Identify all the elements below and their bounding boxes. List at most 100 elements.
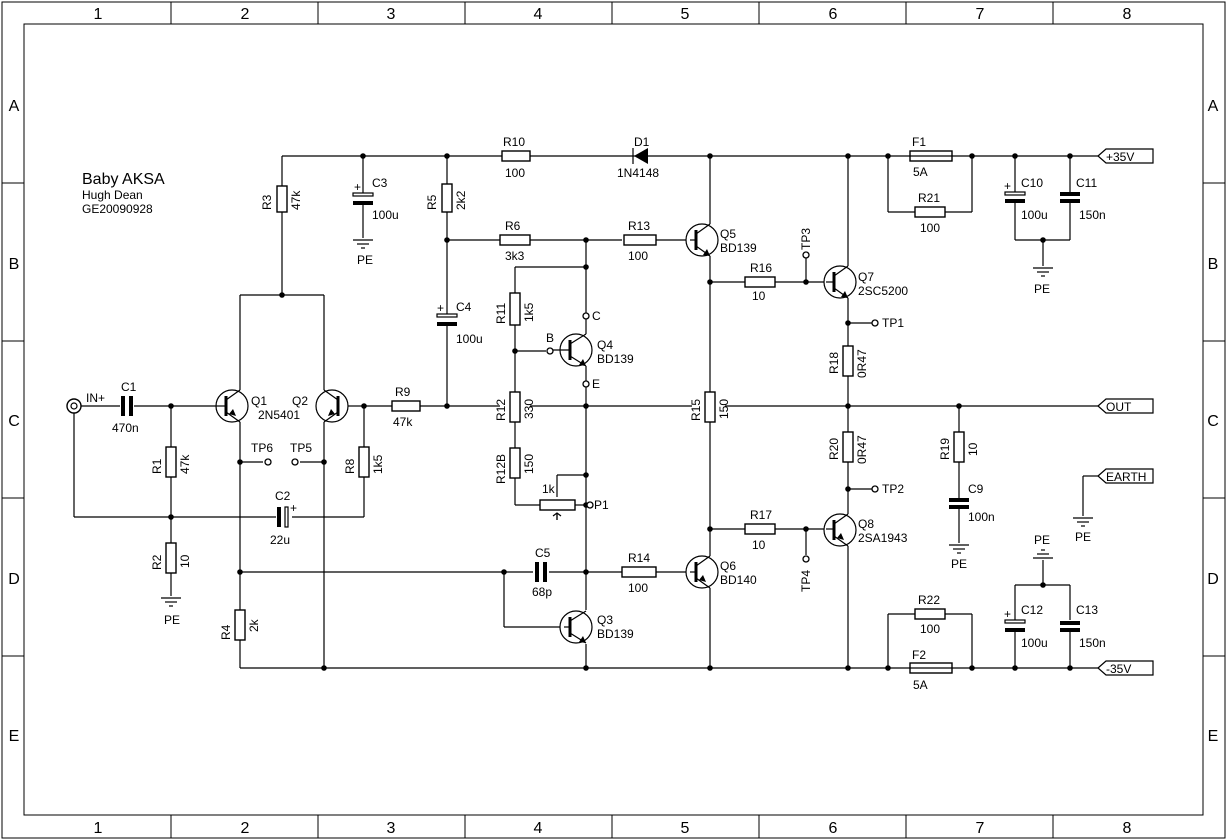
col-label: 2: [241, 820, 250, 837]
label-c11-ref: C11: [1076, 176, 1097, 190]
label-f2-ref: F2: [912, 648, 926, 662]
capacitor-c13-plate: [1060, 621, 1080, 625]
label-c1-ref: C1: [121, 380, 137, 394]
svg-text:+: +: [354, 180, 361, 194]
label-c1-val: 470n: [112, 421, 139, 435]
label-tp2: TP2: [882, 482, 904, 496]
resistors: [165, 150, 965, 674]
resistor-r17-body: [744, 523, 776, 535]
resistor-r18-body: [842, 345, 854, 377]
col-label: 7: [976, 820, 985, 837]
label-r4-val: 2k: [247, 618, 261, 632]
label-r18-val: 0R47: [855, 349, 869, 378]
label-pe: PE: [1075, 530, 1091, 544]
label-r16-val: 10: [752, 289, 766, 303]
capacitor-c3-plate: [352, 192, 374, 197]
capacitor-c9-plate: [949, 498, 969, 502]
label-c12-val: 100u: [1021, 636, 1048, 650]
row-label: A: [1208, 98, 1219, 115]
label-r17-val: 10: [752, 538, 766, 552]
net-flags: +35V -35V OUT EARTH: [1097, 148, 1154, 676]
capacitor-c2-plate: [277, 507, 281, 527]
label-r6-ref: R6: [505, 219, 521, 233]
label-q7-val: 2SC5200: [858, 284, 908, 298]
col-label: 8: [1123, 6, 1132, 23]
transistor-q2-body: [315, 389, 349, 423]
resistor-r16-body: [744, 276, 776, 288]
label-r14-val: 100: [628, 581, 648, 595]
label-r21-ref: R21: [918, 191, 940, 205]
label-r18-ref: R18: [827, 352, 841, 374]
label-r13-ref: R13: [628, 219, 650, 233]
transistors: [215, 223, 857, 644]
label-c9-ref: C9: [968, 482, 984, 496]
label-r3-val: 47k: [289, 190, 303, 210]
label-r1-val: 47k: [178, 454, 192, 474]
row-label: D: [8, 571, 20, 588]
col-label: 4: [534, 6, 543, 23]
trimmer-p1-body: [539, 499, 576, 511]
transistor-q5-body: [685, 223, 719, 257]
label-c10-ref: C10: [1021, 176, 1043, 190]
label-c2-ref: C2: [275, 489, 291, 503]
resistor-r6-body: [499, 234, 531, 246]
col-label: 5: [681, 820, 690, 837]
label-c3-val: 100u: [372, 208, 399, 222]
label-c4-val: 100u: [456, 332, 483, 346]
label-q3-ref: Q3: [597, 613, 613, 627]
label-r17-ref: R17: [750, 508, 772, 522]
label-q6-ref: Q6: [720, 559, 736, 573]
title-block: Baby AKSA Hugh Dean GE20090928: [82, 171, 165, 216]
net-neg-label: -35V: [1106, 662, 1131, 676]
resistor-r5-body: [441, 183, 453, 213]
label-r4-ref: R4: [219, 624, 233, 640]
label-q1-ref: Q1: [251, 394, 267, 408]
label-c5-val: 68p: [532, 585, 552, 599]
label-tp3: TP3: [799, 228, 813, 250]
ground-symbols: [161, 239, 1093, 607]
resistor-r21-body: [914, 206, 946, 218]
label-tp5: TP5: [290, 441, 312, 455]
label-r22-val: 100: [920, 622, 940, 636]
label-r9-ref: R9: [395, 385, 411, 399]
label-r10-ref: R10: [503, 135, 525, 149]
col-label: 1: [94, 6, 103, 23]
label-tp6: TP6: [251, 441, 273, 455]
label-r12-ref: R12: [494, 399, 508, 421]
label-pin-b: B: [546, 331, 554, 345]
label-pin-c: C: [592, 309, 601, 323]
resistor-r19-body: [953, 431, 965, 463]
component-labels: R3 47k C3 100u R5 2k2 R10 100 D1 1N4148 …: [86, 135, 1106, 692]
label-c10-val: 100u: [1021, 208, 1048, 222]
label-c11-val: 150n: [1079, 208, 1106, 222]
test-points: [264, 251, 879, 563]
label-input: IN+: [86, 391, 105, 405]
label-r5-ref: R5: [425, 194, 439, 210]
label-c5-ref: C5: [535, 546, 551, 560]
label-pe: PE: [1034, 282, 1050, 296]
label-q4-ref: Q4: [597, 338, 613, 352]
label-pe: PE: [951, 557, 967, 571]
net-earth-label: EARTH: [1106, 470, 1146, 484]
label-q6-val: BD140: [720, 573, 757, 587]
label-r11-ref: R11: [494, 303, 508, 324]
capacitor-c12-plate: [1004, 619, 1026, 624]
resistor-r3-body: [276, 185, 288, 213]
label-pe: PE: [357, 253, 373, 267]
label-r5-val: 2k2: [454, 190, 468, 210]
col-label: 8: [1123, 820, 1132, 837]
capacitor-c5-plate: [535, 562, 539, 582]
schematic-author: Hugh Dean: [82, 188, 143, 202]
row-label: A: [9, 98, 20, 115]
schematic-title: Baby AKSA: [82, 171, 165, 188]
capacitor-c1-plate: [121, 396, 125, 416]
label-q5-ref: Q5: [720, 227, 736, 241]
label-r9-val: 47k: [393, 415, 413, 429]
label-q8-val: 2SA1943: [858, 531, 908, 545]
row-label: C: [8, 413, 20, 430]
label-r2-val: 10: [178, 554, 192, 568]
svg-text:+: +: [437, 301, 444, 315]
col-label: 7: [976, 6, 985, 23]
label-q8-ref: Q8: [858, 517, 874, 531]
